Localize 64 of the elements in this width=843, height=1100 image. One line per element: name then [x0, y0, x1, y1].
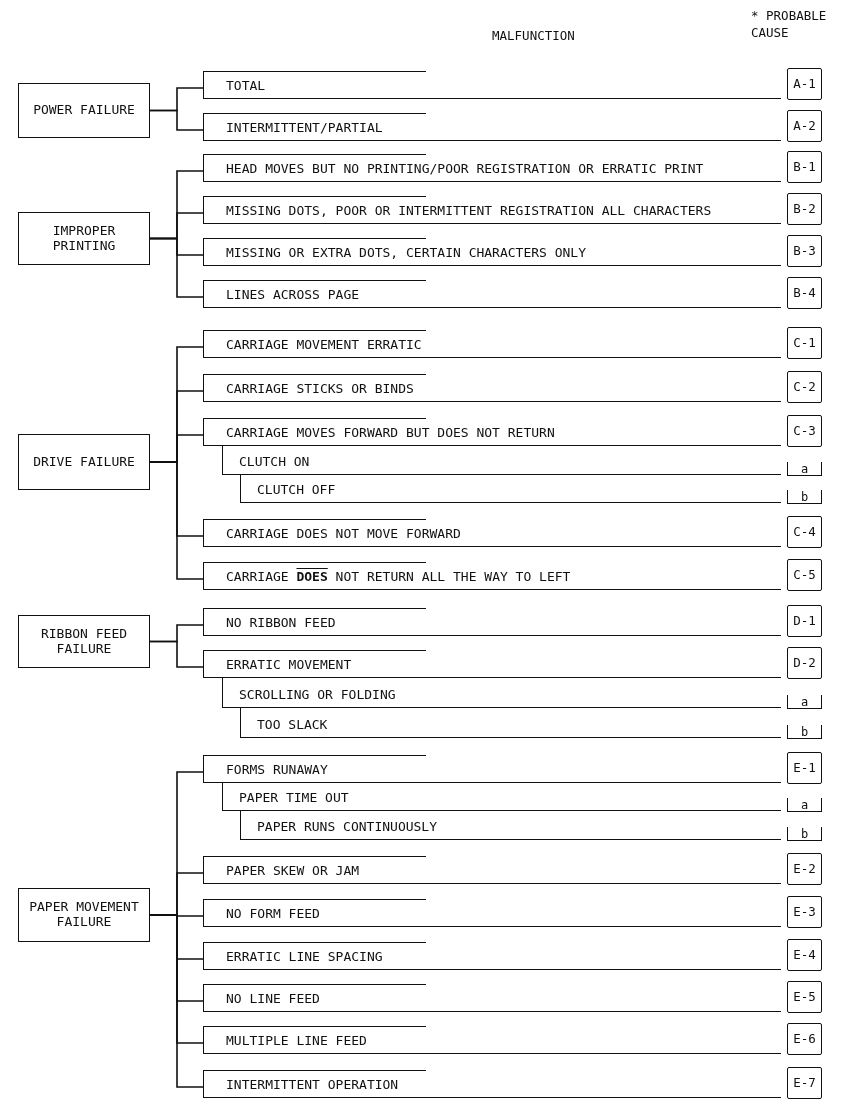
cause-code-box: A-1 [787, 68, 822, 100]
cause-code-box: B-3 [787, 235, 822, 267]
malfunction-bracket: NO LINE FEED [203, 984, 781, 1012]
cause-code-box: E-2 [787, 853, 822, 885]
cause-code-box: E-1 [787, 752, 822, 784]
category-box: IMPROPER PRINTING [18, 212, 150, 265]
cause-code-box: C-3 [787, 415, 822, 447]
malfunction-bracket: CARRIAGE MOVEMENT ERRATIC [203, 330, 781, 358]
malfunction-bracket: ERRATIC MOVEMENT [203, 650, 781, 678]
malfunction-bracket: INTERMITTENT/PARTIAL [203, 113, 781, 141]
cause-subcode-bracket: a [787, 798, 822, 812]
tree-connector [149, 461, 204, 580]
malfunction-bracket: NO FORM FEED [203, 899, 781, 927]
malfunction-bracket: HEAD MOVES BUT NO PRINTING/POOR REGISTRATION OR ERRATIC PRINT [203, 154, 781, 182]
cause-code-box: B-1 [787, 151, 822, 183]
category-box: DRIVE FAILURE [18, 434, 150, 490]
malfunction-bracket: PAPER RUNS CONTINUOUSLY [240, 811, 781, 840]
cause-code-box: D-2 [787, 647, 822, 679]
malfunction-bracket: LINES ACROSS PAGE [203, 280, 781, 308]
malfunction-bracket: TOO SLACK [240, 708, 781, 738]
cause-code-box: E-3 [787, 896, 822, 928]
cause-code-box: B-4 [787, 277, 822, 309]
cause-subcode-bracket: a [787, 462, 822, 476]
malfunction-bracket: SCROLLING OR FOLDING [222, 678, 781, 708]
column-heading: MALFUNCTION [492, 28, 576, 45]
cause-code-box: E-5 [787, 981, 822, 1013]
category-box: PAPER MOVEMENT FAILURE [18, 888, 150, 942]
cause-code-box: C-1 [787, 327, 822, 359]
cause-code-box: E-4 [787, 939, 822, 971]
tree-connector [149, 640, 204, 668]
malfunction-bracket: CARRIAGE STICKS OR BINDS [203, 374, 781, 402]
tree-connector [149, 109, 204, 131]
cause-code-box: B-2 [787, 193, 822, 225]
tree-connector [149, 914, 204, 1088]
malfunction-bracket: MISSING OR EXTRA DOTS, CERTAIN CHARACTERS ONLY [203, 238, 781, 266]
malfunction-bracket: INTERMITTENT OPERATION [203, 1070, 781, 1098]
malfunction-bracket: MISSING DOTS, POOR OR INTERMITTENT REGISTRATION ALL CHARACTERS [203, 196, 781, 224]
cause-subcode-bracket: b [787, 725, 822, 739]
malfunction-bracket: PAPER SKEW OR JAM [203, 856, 781, 884]
malfunction-bracket: TOTAL [203, 71, 781, 99]
cause-code-box: E-7 [787, 1067, 822, 1099]
category-box: RIBBON FEED FAILURE [18, 615, 150, 668]
category-box: POWER FAILURE [18, 83, 150, 138]
malfunction-bracket: NO RIBBON FEED [203, 608, 781, 636]
malfunction-bracket: CARRIAGE DOES NOT RETURN ALL THE WAY TO LEFT [203, 562, 781, 590]
cause-code-box: C-2 [787, 371, 822, 403]
cause-code-box: E-6 [787, 1023, 822, 1055]
cause-code-box: C-4 [787, 516, 822, 548]
cause-subcode-bracket: a [787, 695, 822, 709]
malfunction-bracket: PAPER TIME OUT [222, 783, 781, 811]
cause-code-box: A-2 [787, 110, 822, 142]
cause-subcode-bracket: b [787, 827, 822, 841]
cause-code-box: C-5 [787, 559, 822, 591]
malfunction-bracket: ERRATIC LINE SPACING [203, 942, 781, 970]
malfunction-bracket: MULTIPLE LINE FEED [203, 1026, 781, 1054]
malfunction-bracket: CARRIAGE DOES NOT MOVE FORWARD [203, 519, 781, 547]
cause-subcode-bracket: b [787, 490, 822, 504]
malfunction-bracket: CLUTCH OFF [240, 475, 781, 503]
malfunction-bracket: CARRIAGE MOVES FORWARD BUT DOES NOT RETURN [203, 418, 781, 446]
column-heading: * PROBABLE CAUSE [751, 8, 828, 42]
cause-code-box: D-1 [787, 605, 822, 637]
malfunction-bracket: FORMS RUNAWAY [203, 755, 781, 783]
malfunction-bracket: CLUTCH ON [222, 446, 781, 475]
tree-connector [149, 237, 204, 298]
